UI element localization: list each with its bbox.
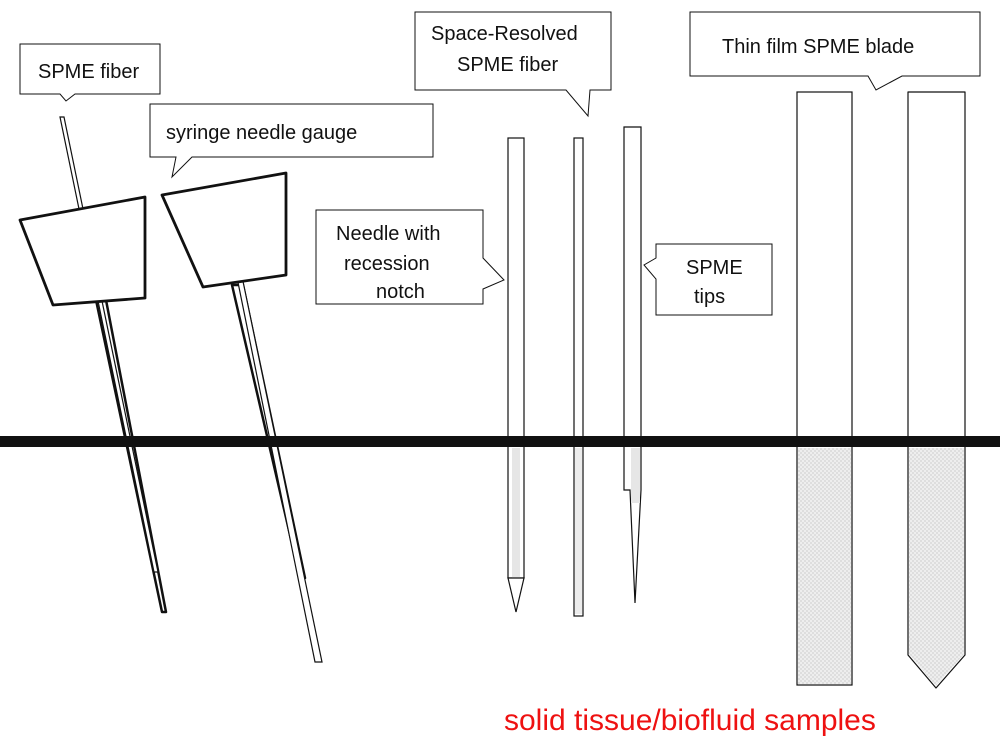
- svg-text:SPME fiber: SPME fiber: [38, 61, 139, 83]
- sample-surface-line: [0, 436, 1000, 447]
- gauge-fiber: [228, 237, 323, 663]
- callout-space-resolved: Space-Resolved SPME fiber: [414, 11, 612, 118]
- callout-needle-notch: Needle with recession notch: [315, 209, 505, 305]
- svg-text:SPME: SPME: [686, 257, 743, 279]
- space-resolved-fiber: [573, 137, 584, 617]
- thin-film-blade-pointed: [907, 91, 966, 689]
- gauge-hub: [160, 171, 288, 289]
- syringe-needle-gauge: [160, 171, 323, 663]
- svg-text:Thin film SPME blade: Thin film SPME blade: [722, 36, 914, 58]
- blade-pointed-coating: [909, 448, 964, 686]
- callout-spme-tips: SPME tips: [643, 243, 773, 316]
- callout-spme-fiber: SPME fiber: [19, 43, 161, 102]
- callout-thin-film-blade: Thin film SPME blade: [689, 11, 981, 91]
- spme-fiber: [59, 116, 159, 573]
- svg-text:syringe needle gauge: syringe needle gauge: [166, 122, 357, 144]
- svg-text:Needle with: Needle with: [336, 223, 441, 245]
- spme-tip: [623, 126, 642, 604]
- recession-notch-coating: [512, 448, 520, 578]
- svg-text:SPME fiber: SPME fiber: [457, 54, 558, 76]
- svg-text:tips: tips: [694, 286, 725, 308]
- callout-syringe-needle-gauge: syringe needle gauge: [149, 103, 434, 179]
- svg-text:notch: notch: [376, 281, 425, 303]
- space-resolved-coating: [575, 448, 582, 614]
- thin-film-blade-flat: [796, 91, 853, 686]
- needle-hub: [18, 195, 147, 307]
- needle-with-recession-notch: [507, 137, 525, 613]
- spme-fiber-in-needle: [18, 116, 168, 614]
- samples-caption: solid tissue/biofluid samples: [504, 704, 876, 737]
- blade-coating: [798, 448, 851, 684]
- needle-tip-arrow: [507, 577, 525, 613]
- svg-text:Space-Resolved: Space-Resolved: [431, 23, 578, 45]
- spme-tip-coating: [631, 448, 640, 503]
- svg-text:recession: recession: [344, 253, 430, 275]
